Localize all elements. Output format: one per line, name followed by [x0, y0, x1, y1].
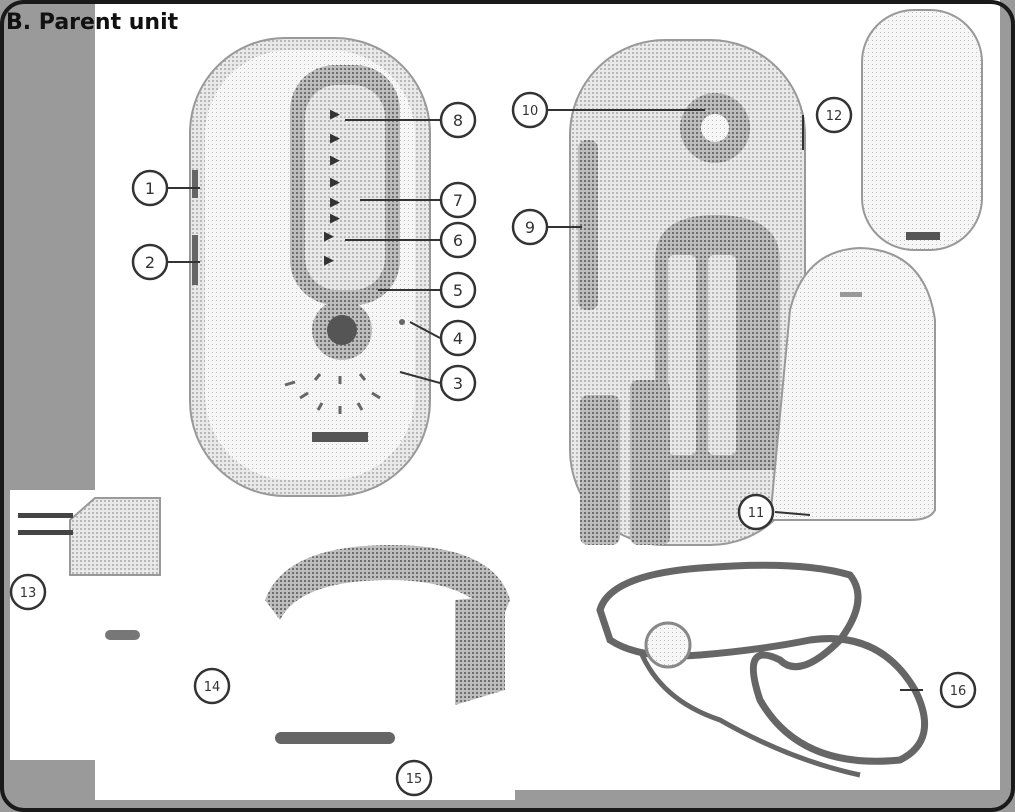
callout-label: 9	[525, 218, 535, 237]
callout-label: 1	[145, 179, 155, 198]
callout-3: 3	[439, 364, 477, 402]
page-title: B. Parent unit	[6, 10, 179, 35]
white-panel-bottom	[95, 740, 515, 800]
leader-lines	[168, 109, 923, 691]
callout-12: 12	[815, 96, 853, 134]
parent-unit-front: ▶ ▶ ▶ ▶ ▶ ▶ ▶ ▶	[189, 37, 431, 497]
screen-mark: ▶	[330, 175, 340, 190]
strap-loop-inner	[637, 649, 861, 778]
front-screen-marks: ▶ ▶ ▶ ▶ ▶ ▶ ▶ ▶	[324, 107, 340, 268]
strap-loop-outer	[596, 561, 929, 765]
screen-mark: ▶	[330, 195, 340, 210]
front-led	[399, 319, 405, 325]
callout-4: 4	[439, 319, 477, 357]
front-screen	[305, 85, 385, 290]
callout-2: 2	[131, 243, 169, 281]
cable-bundle	[265, 545, 510, 744]
cable-ring-front	[275, 732, 395, 744]
callout-label: 5	[453, 281, 463, 300]
back-battery-slot-1	[668, 255, 696, 455]
callout-label: 3	[453, 374, 463, 393]
callout-14: 14	[193, 667, 231, 705]
clip-cap-notch	[906, 232, 940, 240]
callout-16: 16	[939, 671, 977, 709]
screen-mark: ▶	[330, 107, 340, 122]
front-speaker-grille	[284, 373, 381, 414]
back-side-slot	[578, 140, 598, 310]
adapter-pin-1	[18, 513, 73, 518]
front-talk-button	[327, 315, 357, 345]
screen-mark: ▶	[324, 229, 334, 244]
parent-unit-back	[569, 39, 936, 546]
callout-label: 12	[826, 109, 843, 124]
callout-7: 7	[439, 181, 477, 219]
callouts: 1 2 3 4 5 6 7 8	[9, 91, 977, 797]
callout-label: 10	[522, 104, 539, 119]
callout-label: 16	[950, 684, 967, 699]
adapter-body	[69, 497, 161, 576]
cable-ring-outer	[265, 545, 510, 625]
callout-6: 6	[439, 221, 477, 259]
callout-label: 11	[748, 506, 765, 521]
callout-label: 7	[453, 191, 463, 210]
callout-9: 9	[511, 208, 549, 246]
callout-label: 4	[453, 329, 463, 348]
back-battery-1	[580, 395, 620, 545]
adapter-pin-2	[18, 530, 73, 535]
screen-mark: ▶	[330, 131, 340, 146]
screen-mark: ▶	[324, 253, 334, 268]
callout-1: 1	[131, 169, 169, 207]
front-side-button-2	[192, 235, 198, 285]
back-battery-2	[630, 380, 670, 545]
front-side-button-1	[192, 170, 198, 198]
back-clip-hole	[701, 114, 729, 142]
callout-label: 2	[145, 253, 155, 272]
screen-mark: ▶	[330, 211, 340, 226]
back-battery-slot-2	[708, 255, 736, 455]
power-adapter	[18, 497, 161, 640]
callout-label: 13	[20, 586, 37, 601]
cable-ring-side	[455, 595, 505, 705]
callout-10: 10	[511, 91, 549, 129]
neck-strap	[596, 561, 929, 778]
clip-cap	[861, 9, 983, 251]
battery-cover-latch	[840, 292, 862, 297]
front-logo	[312, 432, 368, 442]
adapter-cable-plug	[105, 630, 140, 640]
callout-5: 5	[439, 271, 477, 309]
callout-label: 6	[453, 231, 463, 250]
callout-label: 8	[453, 111, 463, 130]
screen-mark: ▶	[330, 153, 340, 168]
callout-13: 13	[9, 573, 47, 611]
callout-label: 15	[406, 772, 423, 787]
callout-label: 14	[204, 680, 221, 695]
battery-cover	[768, 246, 936, 521]
callout-15: 15	[395, 759, 433, 797]
callout-11: 11	[737, 493, 775, 531]
strap-clip	[644, 621, 692, 669]
callout-8: 8	[439, 101, 477, 139]
